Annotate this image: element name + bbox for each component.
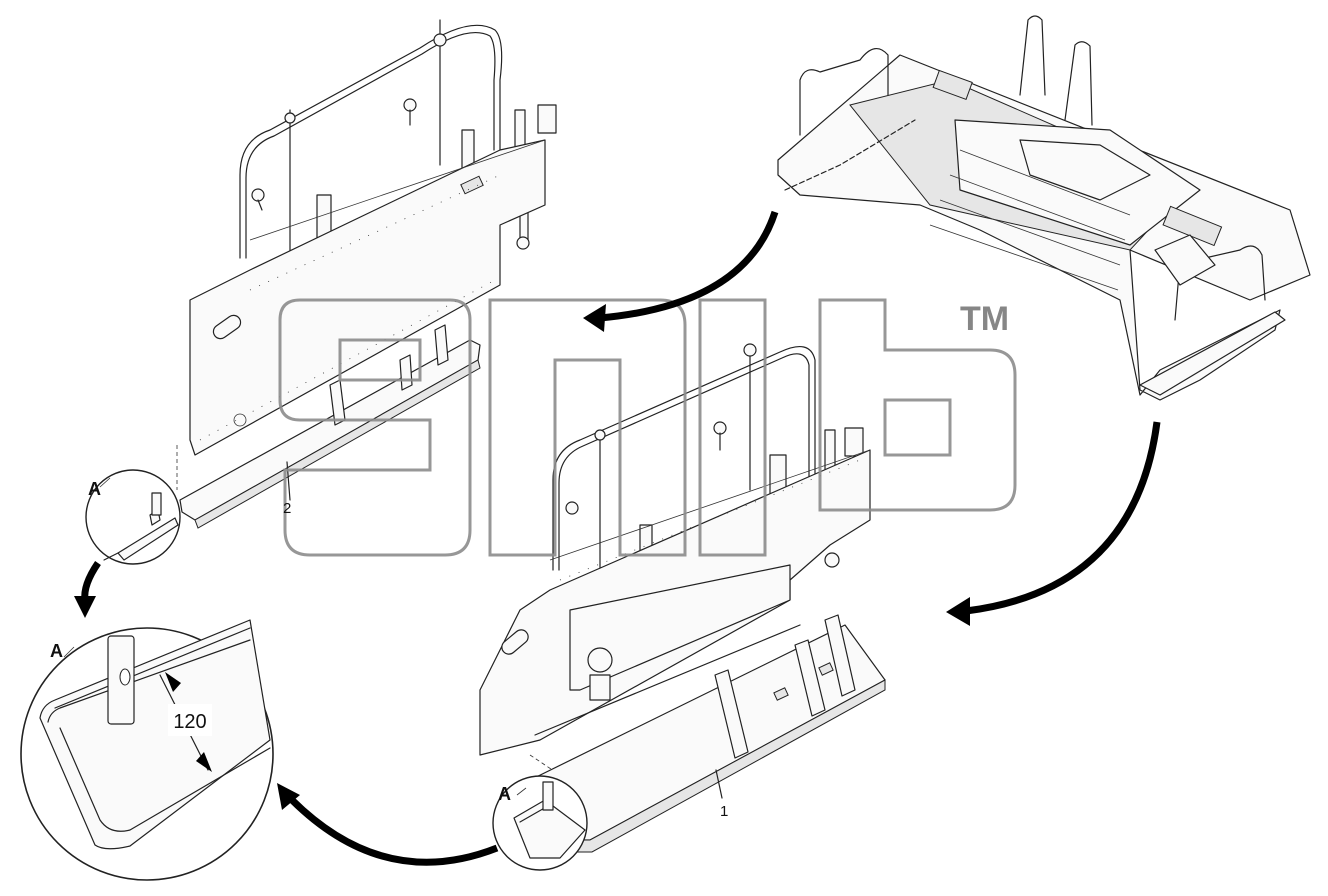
flow-arrows [74, 210, 1161, 866]
detail-a-small-upper: A [85, 469, 181, 565]
detail-a-large: 120 A [20, 619, 274, 881]
arrow-to-lower-assembly [965, 421, 1161, 615]
watermark-logo: TM [278, 298, 1017, 557]
paver-screed-overview [777, 15, 1311, 401]
part-1-label: 1 [720, 803, 728, 820]
arrow-to-upper-assembly [599, 210, 779, 322]
side-plate-assembly-lower [479, 343, 886, 853]
dimension-120-label: 120 [173, 711, 206, 733]
detail-a-label-upper: A [88, 479, 101, 499]
side-plate-assembly-upper [176, 19, 557, 529]
arrow-detail-top-to-large [81, 561, 101, 601]
trademark-label: TM [960, 300, 1009, 338]
detail-a-label-large: A [50, 641, 63, 661]
detail-a-small-lower: A [492, 775, 588, 871]
detail-a-label-lower: A [498, 784, 511, 804]
arrow-detail-bottom-to-large [289, 797, 499, 866]
part-2-label: 2 [283, 500, 291, 517]
